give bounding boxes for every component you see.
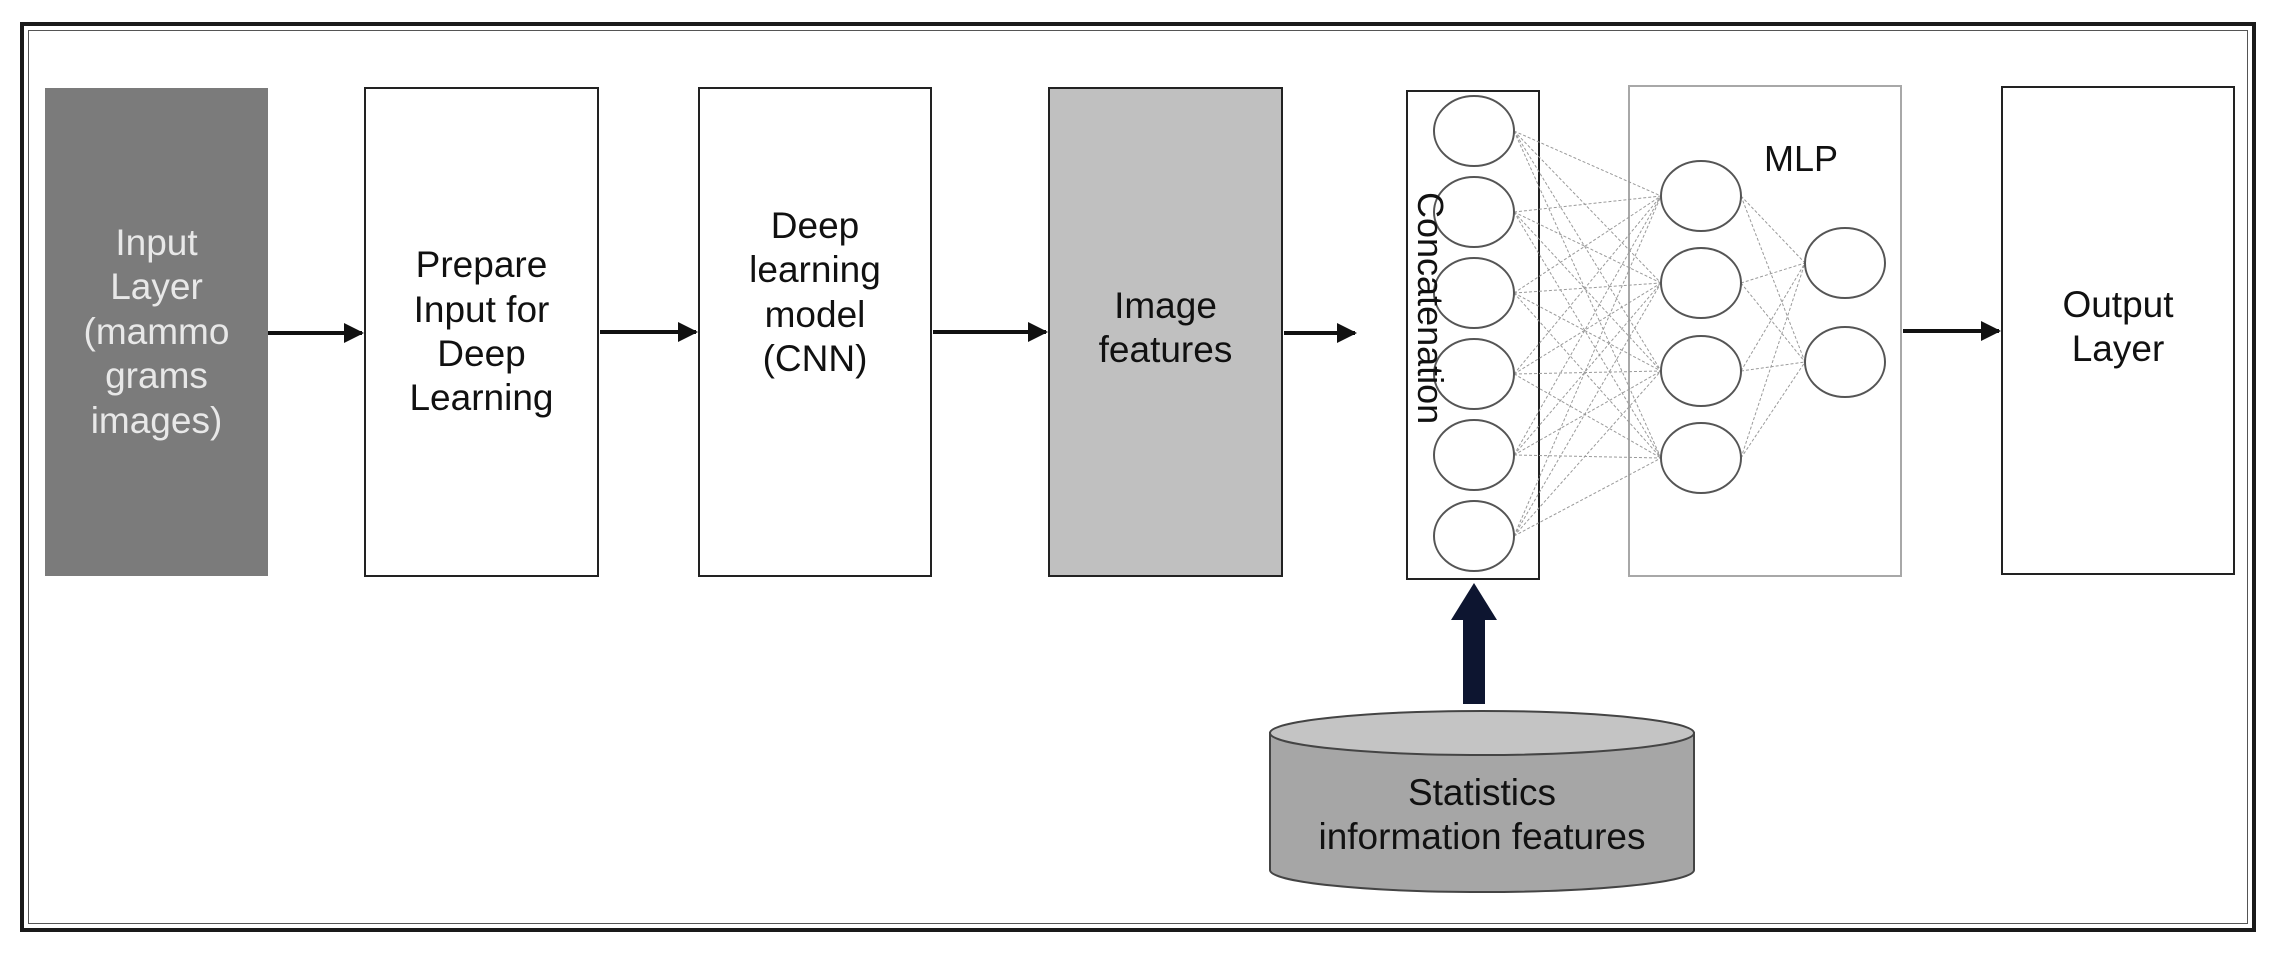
concat-node-3	[1433, 257, 1515, 329]
connection-line	[1513, 195, 1662, 294]
connection-line	[1513, 195, 1662, 375]
image-features-box: Image features	[1048, 87, 1283, 577]
mlp-box	[1628, 85, 1902, 577]
connection-line	[1513, 370, 1662, 537]
deep-model-line-2: learning	[749, 249, 881, 291]
database-top	[1269, 710, 1695, 756]
connection-line	[1740, 361, 1806, 372]
input-layer-line-3: (mammo	[83, 310, 230, 352]
deep-model-line-3: model	[764, 293, 866, 335]
connection-line	[1513, 370, 1662, 456]
image-features-line-2: features	[1098, 329, 1233, 371]
mlp-label: MLP	[1764, 138, 1839, 179]
hidden-node-3	[1660, 335, 1742, 407]
connection-line	[1513, 282, 1662, 294]
statistics-line-1: Statistics	[1407, 771, 1557, 813]
concat-node-6	[1433, 500, 1515, 572]
input-layer-line-2: Layer	[110, 266, 203, 308]
hidden-node-4	[1660, 422, 1742, 494]
prepare-line-1: Prepare	[415, 244, 548, 286]
connection-line	[1513, 130, 1662, 284]
input-layer-box: Input Layer (mammo grams images)	[45, 88, 268, 576]
concat-node-1	[1433, 95, 1515, 167]
connection-line	[1513, 211, 1662, 459]
deep-learning-model-box: Deep learning model (CNN)	[698, 87, 932, 577]
prepare-input-box: Prepare Input for Deep Learning	[364, 87, 599, 577]
concat-node-4	[1433, 338, 1515, 410]
input-layer-line-5: images)	[90, 399, 223, 441]
connection-line	[1513, 373, 1662, 459]
connection-line	[1740, 195, 1806, 264]
connection-line	[1513, 292, 1662, 459]
output-layer-box: Output Layer	[2001, 86, 2235, 575]
output-node-1	[1804, 227, 1886, 299]
connection-line	[1740, 262, 1806, 372]
connection-line	[1513, 370, 1662, 375]
connection-line	[1740, 262, 1806, 459]
connection-line	[1513, 457, 1662, 537]
connection-line	[1513, 195, 1662, 537]
prepare-line-3: Deep	[437, 333, 526, 374]
up-arrow-head	[1451, 583, 1497, 620]
up-arrow-shaft	[1463, 618, 1485, 704]
connection-line	[1740, 262, 1806, 284]
statistics-label: Statistics information features	[1272, 760, 1692, 870]
mlp-connections	[1513, 130, 1806, 537]
concat-node-2	[1433, 176, 1515, 248]
connection-line	[1513, 130, 1662, 372]
output-line-1: Output	[2062, 284, 2174, 325]
network-nodes	[1433, 95, 1886, 572]
hidden-node-2	[1660, 247, 1742, 319]
connection-line	[1513, 130, 1662, 197]
connection-line	[1513, 211, 1662, 372]
deep-model-line-4: (CNN)	[762, 338, 868, 380]
concat-node-5	[1433, 419, 1515, 491]
prepare-line-4: Learning	[409, 377, 554, 419]
input-layer-line-1: Input	[115, 222, 198, 264]
figure-inner-border	[28, 30, 2248, 924]
hidden-node-1	[1660, 160, 1742, 232]
output-line-2: Layer	[2071, 328, 2165, 370]
connection-line	[1513, 282, 1662, 537]
connection-line	[1513, 282, 1662, 456]
image-features-line-1: Image	[1114, 285, 1217, 326]
concatenation-box	[1406, 90, 1540, 580]
connection-line	[1513, 211, 1662, 284]
statistics-line-2: information features	[1318, 816, 1646, 857]
connection-line	[1740, 282, 1806, 363]
input-layer-line-4: grams	[105, 355, 208, 397]
connection-line	[1513, 282, 1662, 375]
deep-model-line-1: Deep	[770, 205, 860, 246]
prepare-line-2: Input for	[413, 288, 550, 330]
concatenation-label: Concatenation	[1410, 192, 1451, 425]
connection-line	[1740, 361, 1806, 459]
connection-line	[1513, 292, 1662, 372]
output-node-2	[1804, 326, 1886, 398]
connection-line	[1513, 454, 1662, 459]
database-cylinder	[1269, 732, 1695, 893]
